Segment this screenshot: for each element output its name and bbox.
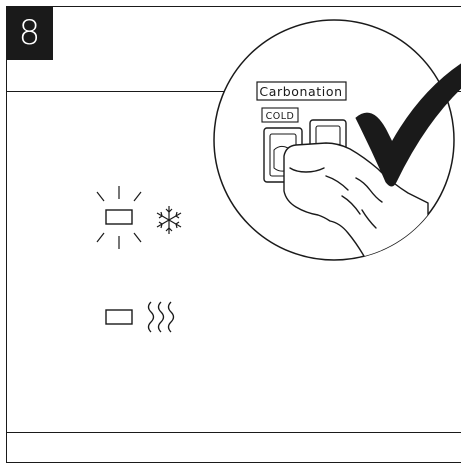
blink-rays [97, 186, 141, 249]
hot-indicator [106, 302, 174, 332]
snowflake-icon [157, 206, 181, 234]
heat-waves-icon [149, 302, 174, 332]
cold-indicator [97, 186, 181, 249]
carbonation-label: Carbonation [259, 84, 342, 99]
cold-indicator-light [106, 210, 132, 224]
cold-label: COLD [266, 111, 295, 122]
hot-indicator-light [106, 310, 132, 324]
